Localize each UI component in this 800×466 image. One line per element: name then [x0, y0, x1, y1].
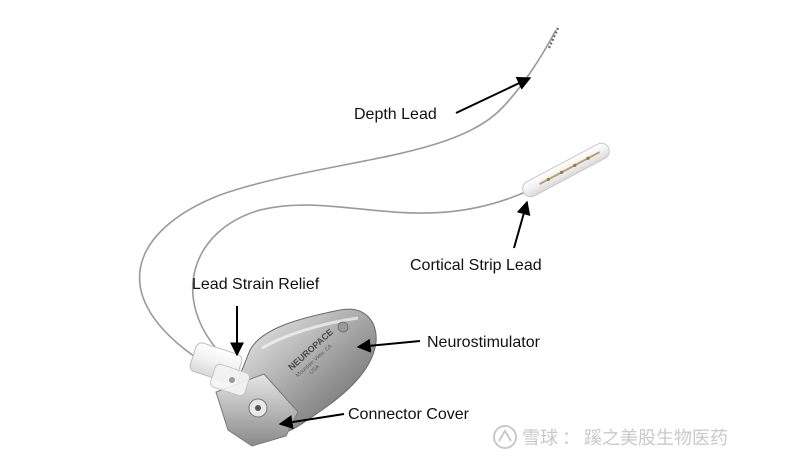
neurostimulator-arrow [356, 338, 421, 353]
depth-lead-label: Depth Lead [354, 106, 437, 123]
depth-lead-tip [547, 27, 560, 49]
cortical-strip-paddle [522, 142, 610, 198]
cortical-strip-lead-label: Cortical Strip Lead [410, 257, 542, 274]
neurostimulator-label: Neurostimulator [427, 334, 540, 351]
watermark-author: 蹊之美股生物医药 [584, 428, 728, 448]
depth-lead-wire [138, 29, 557, 369]
watermark: 雪球 ： 蹊之美股生物医药 [492, 422, 728, 452]
lead-strain-relief [189, 342, 251, 397]
device-logo-icon [337, 321, 349, 333]
cortical-strip-lead-arrow [513, 200, 531, 249]
depth-lead-arrow [455, 77, 532, 114]
snowball-logo-icon [493, 425, 517, 449]
watermark-site: 雪球 [522, 428, 558, 448]
connector-cover-arrow [278, 413, 345, 429]
connector-cover-label: Connector Cover [348, 406, 469, 423]
watermark-separator: ： [562, 428, 580, 448]
lead-strain-relief-label: Lead Strain Relief [192, 276, 320, 293]
cortical-strip-lead-wire [191, 189, 531, 356]
